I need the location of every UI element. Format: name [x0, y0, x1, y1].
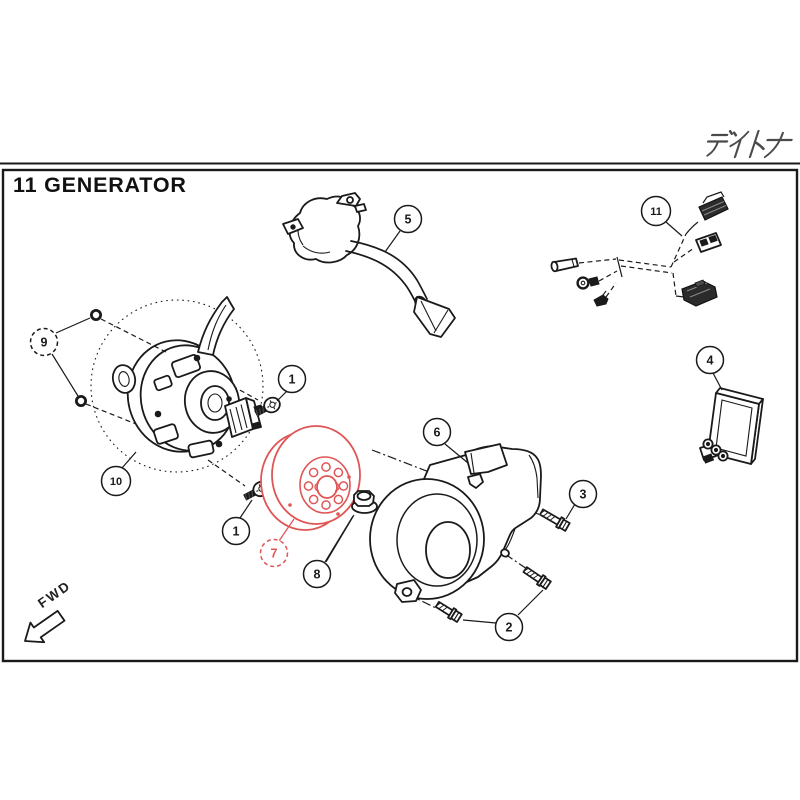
svg-text:11: 11	[650, 206, 662, 218]
fwd-label: FWD	[35, 578, 74, 611]
section-title: 11 GENERATOR	[13, 173, 187, 197]
stator-assembly	[90, 296, 264, 473]
callout-6: 6	[422, 417, 452, 447]
connector-mid	[695, 232, 722, 253]
callout-1-lower: 1	[221, 516, 251, 546]
spade-terminal	[593, 294, 609, 307]
callout-2: 2	[494, 612, 524, 642]
callout-4: 4	[695, 345, 725, 375]
svg-text:1: 1	[289, 372, 296, 386]
stator-screw	[193, 354, 201, 362]
callout-7-highlighted: 7	[259, 538, 289, 568]
o-ring-upper	[90, 308, 103, 321]
cover-bolt-2b	[434, 600, 463, 623]
cdi-unit	[699, 387, 764, 465]
ring-terminal	[576, 276, 590, 290]
pickup-coil	[224, 397, 264, 438]
callout-3: 3	[568, 479, 598, 509]
svg-text:7: 7	[271, 546, 278, 560]
stator-boundary-dotted-circle	[90, 299, 264, 473]
fwd-indicator: FWD	[24, 578, 74, 644]
svg-text:3: 3	[580, 487, 587, 501]
o-rings	[51, 308, 167, 425]
svg-text:9: 9	[41, 335, 48, 349]
stator-screw	[215, 440, 223, 448]
spark-plug-cap	[413, 296, 456, 338]
fwd-arrow-icon	[24, 609, 66, 644]
svg-text:1: 1	[233, 524, 240, 538]
connector-bottom	[681, 279, 718, 307]
connector-top	[698, 191, 729, 221]
svg-text:6: 6	[434, 425, 441, 439]
wiring-harness	[550, 191, 729, 307]
cdi-connector	[699, 438, 729, 464]
svg-text:5: 5	[405, 212, 412, 226]
drawing-frame	[1, 168, 799, 663]
svg-text:10: 10	[110, 476, 122, 488]
wire-grommet	[111, 364, 137, 394]
ignition-coil	[282, 192, 456, 338]
flange-nut	[325, 490, 378, 563]
brand-logo-glyphs	[706, 129, 793, 159]
callout-10: 10	[100, 465, 132, 497]
brand-logo	[706, 129, 793, 159]
callout-9: 9	[29, 327, 59, 357]
svg-text:4: 4	[707, 353, 714, 367]
svg-text:8: 8	[314, 567, 321, 581]
callout-5: 5	[393, 204, 423, 234]
stator-wire-lead	[197, 296, 235, 356]
o-ring-lower	[75, 394, 88, 407]
stator-bolt-upper	[254, 396, 281, 417]
callout-leader-lines	[121, 221, 723, 624]
callout-1-upper: 1	[277, 364, 307, 394]
svg-text:2: 2	[506, 620, 513, 634]
flywheel-bolt-holes	[303, 462, 349, 510]
ht-wire	[350, 240, 428, 300]
cover-top-tab	[464, 443, 508, 475]
callout-8: 8	[302, 559, 332, 589]
cover-bolt-3	[539, 508, 571, 532]
flywheel-rotor-highlighted	[260, 425, 361, 542]
cover-bolt-2a	[522, 566, 552, 590]
stator-screw	[154, 410, 162, 418]
generator-cover	[369, 443, 542, 603]
callout-11: 11	[640, 195, 672, 227]
